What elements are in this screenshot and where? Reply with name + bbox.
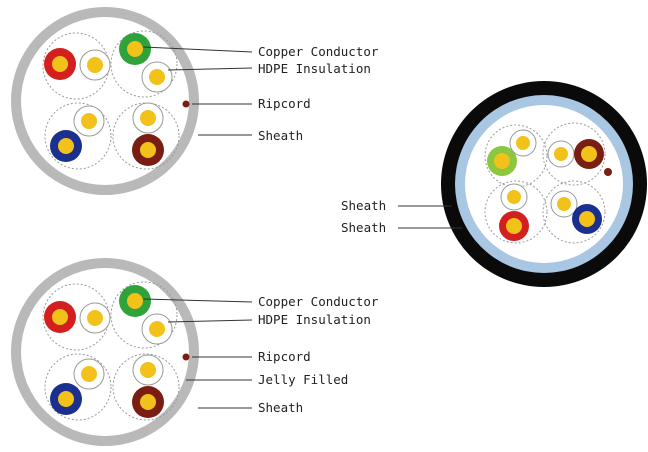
conductor-white xyxy=(500,183,528,211)
cable-right: Sheath Sheath xyxy=(341,81,647,287)
label-sheath: Sheath xyxy=(258,128,303,143)
conductor-light-green xyxy=(487,146,517,176)
conductor-white xyxy=(132,102,164,134)
cable-core-area xyxy=(21,17,189,185)
conductor-white xyxy=(509,129,537,157)
cable-core-area xyxy=(21,268,189,436)
conductor-blue xyxy=(572,204,602,234)
conductor-red xyxy=(499,211,529,241)
leader-line xyxy=(167,67,253,71)
conductor-white xyxy=(79,49,111,81)
label-copper-conductor: Copper Conductor xyxy=(258,294,379,309)
label-sheath: Sheath xyxy=(258,400,303,415)
ripcord-dot xyxy=(182,100,190,108)
leader-line xyxy=(167,319,253,323)
conductor-white xyxy=(132,354,164,386)
pair-boundary xyxy=(542,180,606,244)
label-sheath-inner: Sheath xyxy=(341,220,386,235)
conductor-green xyxy=(119,285,151,317)
cable-core-area xyxy=(465,105,623,263)
pair-boundary xyxy=(484,180,548,244)
conductor-white xyxy=(547,140,575,168)
conductor-green xyxy=(119,33,151,65)
cable-top-left: Copper Conductor HDPE Insulation Ripcord… xyxy=(11,7,379,195)
leader-line xyxy=(142,298,253,303)
label-ripcord: Ripcord xyxy=(258,96,311,111)
conductor-brown xyxy=(132,386,164,418)
pair-boundary xyxy=(44,353,112,421)
cable-bottom-left: Copper Conductor HDPE Insulation Ripcord… xyxy=(11,258,379,446)
conductor-white xyxy=(550,190,578,218)
ripcord-dot xyxy=(182,353,190,361)
conductor-red xyxy=(44,48,76,80)
conductor-brown xyxy=(132,134,164,166)
conductor-red xyxy=(44,301,76,333)
conductor-blue xyxy=(50,383,82,415)
pair-boundary xyxy=(44,102,112,170)
conductor-white xyxy=(141,313,173,345)
conductor-brown xyxy=(574,139,604,169)
conductor-white xyxy=(79,302,111,334)
pair-boundary xyxy=(542,122,606,186)
label-hdpe-insulation: HDPE Insulation xyxy=(258,312,371,327)
conductor-blue xyxy=(50,130,82,162)
pair-boundary xyxy=(110,30,178,98)
label-copper-conductor: Copper Conductor xyxy=(258,44,379,59)
pair-boundary xyxy=(112,102,180,170)
label-sheath-outer: Sheath xyxy=(341,198,386,213)
conductor-white xyxy=(141,61,173,93)
label-ripcord: Ripcord xyxy=(258,349,311,364)
ripcord-dot xyxy=(604,168,612,176)
conductor-white xyxy=(73,105,105,137)
pair-boundary xyxy=(112,353,180,421)
pair-boundary xyxy=(110,281,178,349)
label-jelly-filled: Jelly Filled xyxy=(258,372,348,387)
leader-line xyxy=(142,46,253,53)
label-hdpe-insulation: HDPE Insulation xyxy=(258,61,371,76)
conductor-white xyxy=(73,358,105,390)
